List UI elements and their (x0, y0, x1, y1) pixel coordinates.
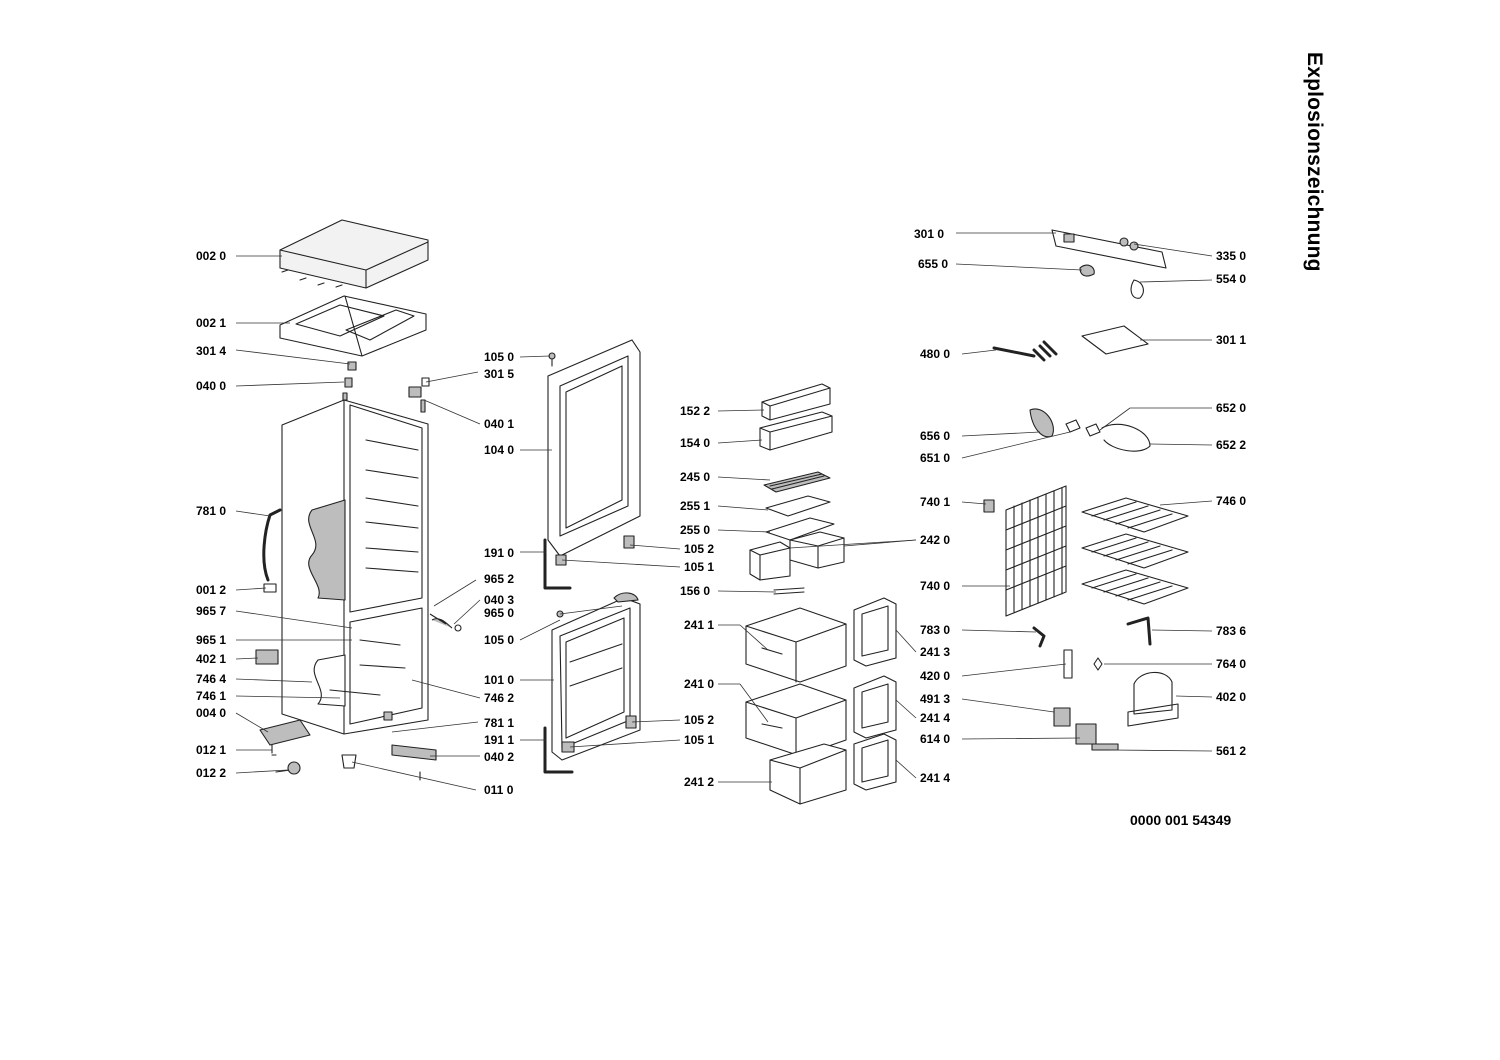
label-614-0: 614 0 (920, 732, 950, 746)
label-241-3: 241 3 (920, 645, 950, 659)
label-105-1-upper: 105 1 (684, 560, 714, 574)
label-965-0: 965 0 (484, 606, 514, 620)
label-002-1: 002 1 (196, 316, 226, 330)
label-241-0: 241 0 (684, 677, 714, 691)
label-655-0: 655 0 (918, 257, 948, 271)
label-301-5: 301 5 (484, 367, 514, 381)
cabinet-assembly (255, 219, 462, 781)
label-740-1: 740 1 (920, 495, 950, 509)
label-746-2: 746 2 (484, 691, 514, 705)
shelves-drawers-assembly (745, 383, 897, 805)
label-781-0: 781 0 (196, 504, 226, 518)
label-101-0: 101 0 (484, 673, 514, 687)
label-301-1: 301 1 (1216, 333, 1246, 347)
label-241-4-lower: 241 4 (920, 771, 950, 785)
label-656-0: 656 0 (920, 429, 950, 443)
label-783-0: 783 0 (920, 623, 950, 637)
label-241-2: 241 2 (684, 775, 714, 789)
label-012-1: 012 1 (196, 743, 226, 757)
label-242-0: 242 0 (920, 533, 950, 547)
label-255-0: 255 0 (680, 523, 710, 537)
label-040-0: 040 0 (196, 379, 226, 393)
label-001-2: 001 2 (196, 583, 226, 597)
label-040-2: 040 2 (484, 750, 514, 764)
door-assembly (543, 339, 641, 774)
label-105-1-lower: 105 1 (684, 733, 714, 747)
part-labels: 002 0 002 1 301 4 040 0 781 0 001 2 965 … (196, 227, 1246, 797)
label-040-1: 040 1 (484, 417, 514, 431)
refrigeration-assembly (983, 229, 1189, 751)
label-191-0: 191 0 (484, 546, 514, 560)
label-012-2: 012 2 (196, 766, 226, 780)
label-255-1: 255 1 (680, 499, 710, 513)
label-746-1: 746 1 (196, 689, 226, 703)
label-746-4: 746 4 (196, 672, 226, 686)
label-783-6: 783 6 (1216, 624, 1246, 638)
label-491-3: 491 3 (920, 692, 950, 706)
label-241-4-upper: 241 4 (920, 711, 950, 725)
label-105-0-upper: 105 0 (484, 350, 514, 364)
label-746-0: 746 0 (1216, 494, 1246, 508)
label-301-0: 301 0 (914, 227, 944, 241)
label-652-2: 652 2 (1216, 438, 1246, 452)
label-740-0: 740 0 (920, 579, 950, 593)
page-title: Explosionszeichnung (1303, 52, 1326, 272)
label-154-0: 154 0 (680, 436, 710, 450)
label-561-2: 561 2 (1216, 744, 1246, 758)
label-156-0: 156 0 (680, 584, 710, 598)
label-480-0: 480 0 (920, 347, 950, 361)
label-191-1: 191 1 (484, 733, 514, 747)
label-402-1: 402 1 (196, 652, 226, 666)
label-554-0: 554 0 (1216, 272, 1246, 286)
label-104-0: 104 0 (484, 443, 514, 457)
label-764-0: 764 0 (1216, 657, 1246, 671)
document-number: 0000 001 54349 (1130, 812, 1232, 828)
label-105-2-lower: 105 2 (684, 713, 714, 727)
label-152-2: 152 2 (680, 404, 710, 418)
label-241-1: 241 1 (684, 618, 714, 632)
label-105-2-upper: 105 2 (684, 542, 714, 556)
label-965-1: 965 1 (196, 633, 226, 647)
label-245-0: 245 0 (680, 470, 710, 484)
label-402-0: 402 0 (1216, 690, 1246, 704)
label-040-3: 040 3 (484, 593, 514, 607)
label-781-1: 781 1 (484, 716, 514, 730)
label-420-0: 420 0 (920, 669, 950, 683)
label-301-4: 301 4 (196, 344, 226, 358)
leader-lines (235, 232, 1213, 791)
label-335-0: 335 0 (1216, 249, 1246, 263)
label-651-0: 651 0 (920, 451, 950, 465)
label-004-0: 004 0 (196, 706, 226, 720)
label-965-2: 965 2 (484, 572, 514, 586)
label-002-0: 002 0 (196, 249, 226, 263)
label-105-0-lower: 105 0 (484, 633, 514, 647)
label-965-7: 965 7 (196, 604, 226, 618)
label-652-0: 652 0 (1216, 401, 1246, 415)
label-011-0: 011 0 (484, 783, 514, 797)
